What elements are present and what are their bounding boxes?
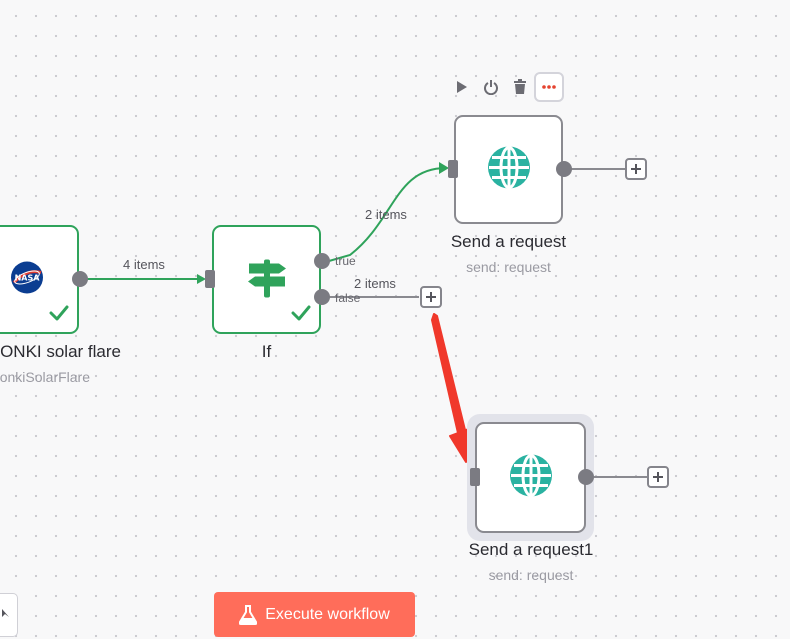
output-port-solar[interactable] xyxy=(70,269,90,289)
node-send-request[interactable] xyxy=(454,115,563,224)
node-title-request1: Send a request1 xyxy=(468,540,594,559)
play-icon xyxy=(457,81,467,93)
more-icon xyxy=(542,85,556,89)
input-port-request[interactable] xyxy=(448,160,458,178)
add-node-after-request1-button[interactable] xyxy=(647,466,669,488)
node-solar-flare[interactable]: NASA xyxy=(0,225,79,334)
node-subtitle-solar-flare: onkiSolarFlare xyxy=(0,369,90,385)
plus-icon xyxy=(631,164,641,174)
annotation-arrow xyxy=(431,313,473,463)
power-icon xyxy=(484,80,498,95)
node-title-request: Send a request xyxy=(450,232,567,251)
canvas-control-button[interactable] xyxy=(0,593,18,637)
globe-icon xyxy=(486,144,532,195)
cursor-icon xyxy=(2,609,9,617)
deactivate-node-button[interactable] xyxy=(478,74,504,100)
input-port-request1[interactable] xyxy=(470,468,480,486)
signpost-icon xyxy=(245,255,289,304)
success-check-icon xyxy=(49,305,69,326)
flask-icon xyxy=(239,604,258,625)
node-if[interactable] xyxy=(212,225,321,334)
output-port-request[interactable] xyxy=(554,159,574,179)
output-label-false: false xyxy=(335,291,361,305)
node-title-if: If xyxy=(261,342,272,361)
plus-icon xyxy=(426,292,436,302)
globe-icon xyxy=(508,452,554,503)
trash-icon xyxy=(514,79,526,94)
node-send-request1[interactable] xyxy=(475,422,586,533)
node-subtitle-request1: send: request xyxy=(488,567,574,583)
svg-text:NASA: NASA xyxy=(15,274,41,283)
output-label-true: true xyxy=(335,254,356,268)
delete-node-button[interactable] xyxy=(507,74,533,100)
node-subtitle-request: send: request xyxy=(466,259,551,275)
input-port-if[interactable] xyxy=(205,270,215,288)
connection-label-solar-to-if: 4 items xyxy=(123,257,165,272)
execute-node-button[interactable] xyxy=(449,74,475,100)
connection-label-true: 2 items xyxy=(365,207,407,222)
connection-arrowhead xyxy=(197,274,206,284)
output-port-true[interactable] xyxy=(312,251,332,271)
more-options-button[interactable] xyxy=(534,72,564,102)
add-node-after-request-button[interactable] xyxy=(625,158,647,180)
output-port-false[interactable] xyxy=(312,287,332,307)
add-node-false-button[interactable] xyxy=(420,286,442,308)
execute-workflow-label: Execute workflow xyxy=(265,605,390,623)
nasa-logo-icon: NASA xyxy=(10,261,44,300)
connection-arrowhead xyxy=(439,162,449,174)
connection-label-false: 2 items xyxy=(354,276,396,291)
plus-icon xyxy=(653,472,663,482)
node-title-solar-flare: ONKI solar flare xyxy=(0,342,121,361)
execute-workflow-button[interactable]: Execute workflow xyxy=(214,592,415,637)
success-check-icon xyxy=(291,305,311,326)
connection-true-to-request[interactable] xyxy=(328,167,447,262)
output-port-request1[interactable] xyxy=(576,467,596,487)
